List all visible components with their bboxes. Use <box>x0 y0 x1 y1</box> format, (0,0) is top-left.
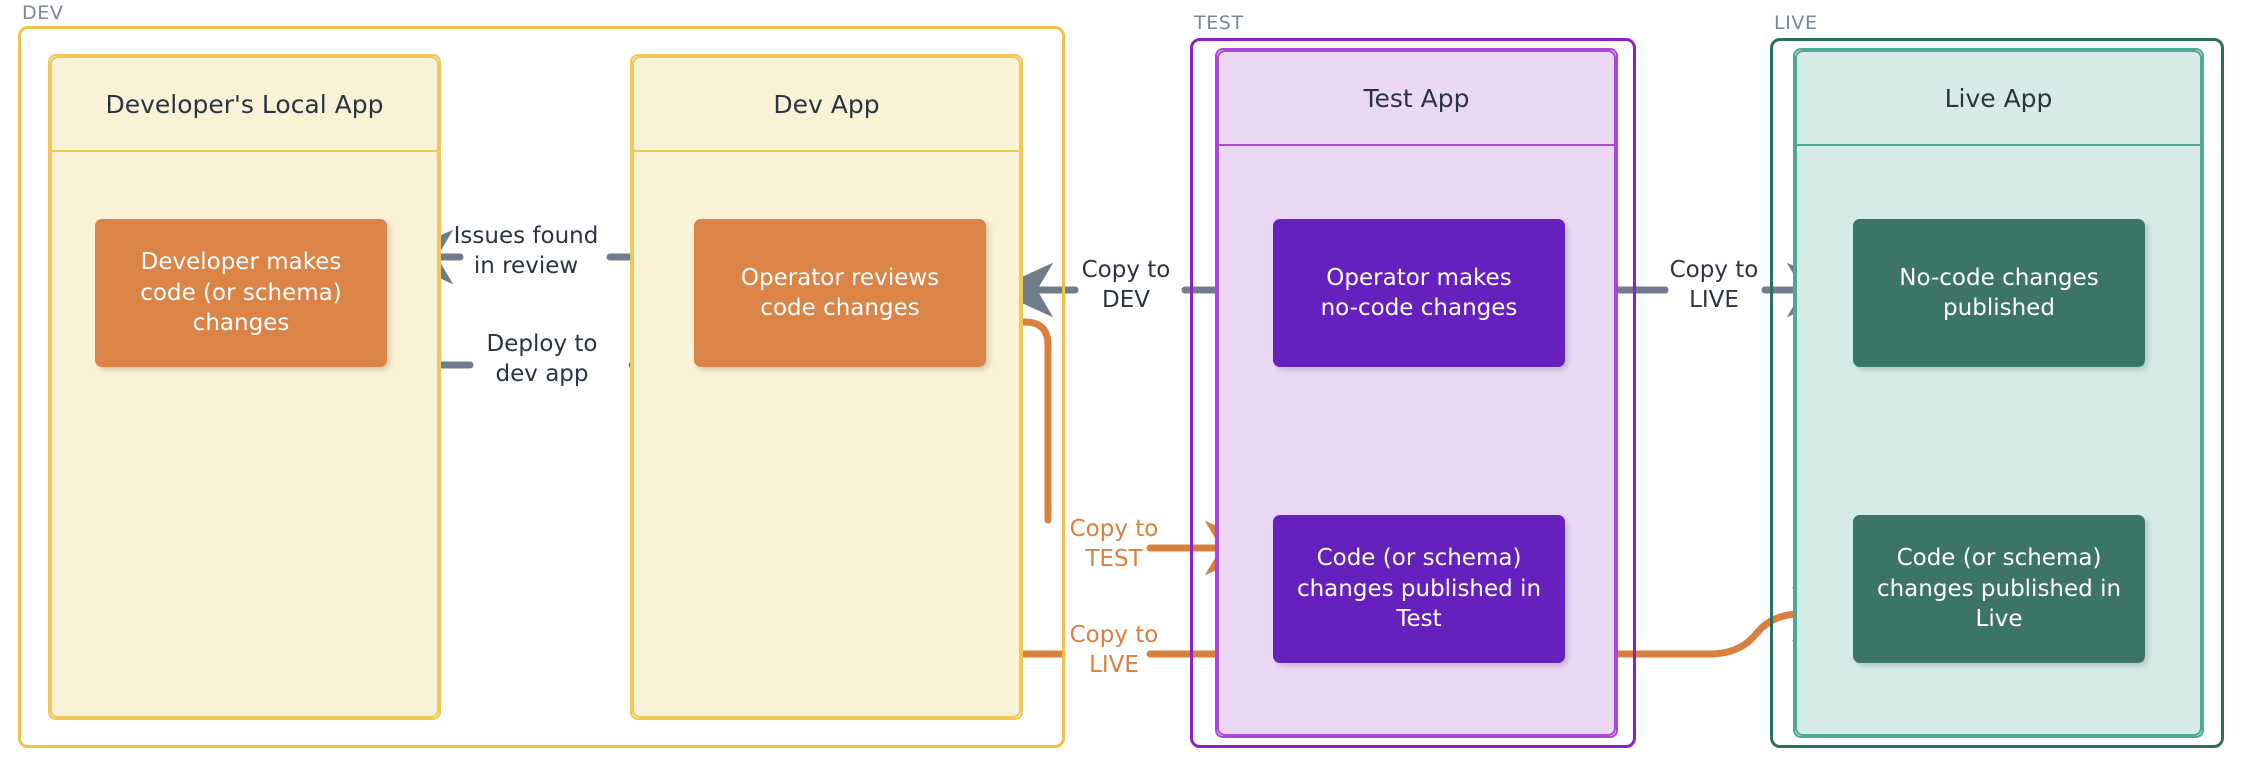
app-live-app-title: Live App <box>1944 83 2053 113</box>
node-live-nocode-node[interactable]: No-code changes published <box>1853 219 2145 367</box>
environment-dev[interactable] <box>18 26 1065 748</box>
app-test-app-title: Test App <box>1363 83 1470 113</box>
edge-label-copy-to-dev: Copy to DEV <box>1081 257 1171 313</box>
environment-test[interactable] <box>1190 38 1636 748</box>
environment-live[interactable] <box>1770 38 2224 748</box>
node-test-code-node[interactable]: Code (or schema) changes published in Te… <box>1273 515 1565 663</box>
app-dev-local-app-title: Developer's Local App <box>105 89 384 119</box>
app-test-app-header: Test App <box>1217 50 1616 146</box>
app-dev-app[interactable]: Dev App <box>630 54 1023 720</box>
edge-label-deploy-to-dev-app: Deploy to dev app <box>486 331 598 387</box>
environment-test-label: TEST <box>1194 12 1244 34</box>
environment-live-label: LIVE <box>1774 12 1818 34</box>
environment-dev-label: DEV <box>22 2 64 24</box>
app-dev-app-title: Dev App <box>773 89 880 119</box>
edge-label-copy-to-live-nocode: Copy to LIVE <box>1669 257 1759 313</box>
node-live-code-node[interactable]: Code (or schema) changes published in Li… <box>1853 515 2145 663</box>
node-test-nocode-node[interactable]: Operator makes no-code changes <box>1273 219 1565 367</box>
app-dev-local-app[interactable]: Developer's Local App <box>48 54 441 720</box>
edge-label-copy-to-test: Copy to TEST <box>1069 516 1159 572</box>
app-dev-app-header: Dev App <box>632 56 1021 152</box>
app-live-app-header: Live App <box>1795 50 2202 146</box>
edge-label-issues-found-in-review: Issues found in review <box>453 223 599 279</box>
node-dev-local-node[interactable]: Developer makes code (or schema) changes <box>95 219 387 367</box>
app-dev-local-app-header: Developer's Local App <box>50 56 439 152</box>
node-dev-review-node[interactable]: Operator reviews code changes <box>694 219 986 367</box>
edge-label-copy-to-live-code: Copy to LIVE <box>1069 622 1159 678</box>
